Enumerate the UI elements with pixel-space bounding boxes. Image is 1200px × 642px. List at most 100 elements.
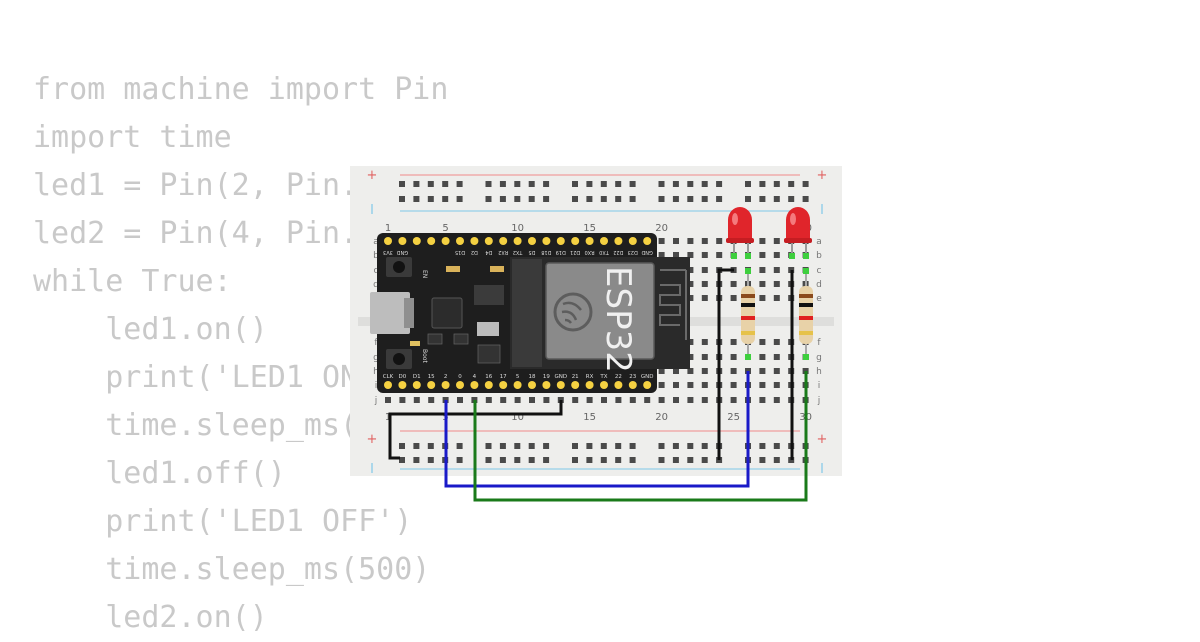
usb-uart-chip (431, 297, 463, 329)
resistor-2-band (799, 316, 813, 320)
breadboard-hole (773, 267, 780, 273)
breadboard-hole (644, 397, 651, 403)
rail-hole (672, 196, 679, 202)
row-letter: e (816, 294, 822, 304)
usb-connector-shell (404, 298, 414, 328)
rail-hole (399, 457, 405, 463)
esp32-header-pin (384, 381, 392, 389)
breadboard-hole (759, 295, 766, 301)
row-letter: a (816, 237, 822, 247)
code-line: print('LED1 OFF') (33, 504, 413, 539)
rail-hole (759, 181, 766, 187)
breadboard-hole (514, 397, 521, 403)
esp32-pin-label: 21 (572, 374, 579, 380)
esp32-pin-label: D21 (570, 249, 580, 255)
esp32-header-pin (542, 237, 551, 245)
rail-hole (672, 181, 679, 187)
rail-hole (572, 457, 578, 463)
breadboard-hole (399, 397, 406, 403)
esp32-header-pin (412, 237, 421, 245)
breadboard-hole (701, 295, 708, 301)
rail-hole (427, 457, 434, 463)
resistor-2-band (799, 303, 813, 307)
row-letter: a (373, 237, 379, 247)
code-line: led2.on() (33, 600, 268, 635)
row-letter: j (817, 396, 821, 406)
esp32-header-pin (499, 381, 508, 389)
esp32-header-pin (484, 237, 493, 245)
rail-hole (701, 457, 708, 463)
rail-hole (427, 181, 434, 187)
esp32-header-pin (427, 237, 436, 245)
row-letter: j (374, 396, 378, 406)
resistor-2-body (799, 286, 813, 344)
code-line: led1 = Pin(2, Pin.OUT) (33, 168, 431, 203)
breadboard-hole (601, 397, 607, 403)
row-letter: d (816, 280, 822, 290)
column-number: 5 (442, 223, 448, 234)
breadboard-hole (658, 397, 665, 403)
esp32-module-can (545, 262, 655, 360)
rail-hole (399, 443, 405, 449)
code-line: time.sleep_ms(500) (33, 552, 431, 587)
esp32-pin-label: D15 (455, 249, 465, 255)
rail-hole (600, 457, 607, 463)
resistor-2 (799, 270, 813, 357)
breadboard-hole (673, 382, 679, 388)
rail-hole (572, 181, 578, 187)
rail-hole (745, 181, 751, 187)
boot-button-label: Boot (421, 349, 428, 363)
smd-led (490, 266, 504, 272)
resistor-2-band (799, 331, 813, 335)
esp32-pin-label: 22 (615, 374, 622, 380)
breadboard-hole (687, 267, 694, 273)
smd-led (410, 341, 420, 346)
breadboard-hole (701, 339, 708, 345)
wire-gpio4-led2 (473, 371, 808, 502)
breadboard-hole (773, 382, 780, 388)
esp32-pin-label: 2 (444, 374, 448, 380)
row-letter: f (374, 338, 378, 348)
row-letter: h (816, 367, 822, 377)
breadboard-hole (730, 397, 737, 403)
rail-hole (600, 196, 607, 202)
breadboard-hole (759, 267, 766, 273)
rail-hole (687, 457, 694, 463)
rail-hole (499, 196, 506, 202)
breadboard-hole (773, 397, 780, 403)
breadboard-hole (572, 397, 579, 403)
rail-hole (514, 181, 521, 187)
esp32-pin-label: D22 (613, 249, 623, 255)
esp32-header-pin (470, 237, 479, 245)
breadboard-hole (701, 252, 708, 258)
breadboard-hole (413, 397, 420, 403)
breadboard-hole (773, 354, 780, 360)
resistor-1-band (741, 303, 755, 307)
esp32-pin-label: D18 (541, 249, 551, 255)
rail-hole (586, 181, 593, 187)
rail-hole (572, 196, 578, 202)
esp32-header-pin (427, 381, 436, 389)
breadboard-hole (730, 354, 737, 360)
active-holes (731, 253, 809, 360)
breadboard-hole (730, 281, 737, 287)
column-number: 15 (583, 223, 596, 234)
breadboard-hole (730, 368, 737, 374)
rail-hole (802, 196, 809, 202)
column-number: 1 (385, 412, 391, 423)
esp32-header-pin (614, 237, 623, 245)
rail-hole (802, 181, 809, 187)
esp32-header-pin (412, 381, 421, 389)
row-letter: g (816, 353, 822, 363)
rail-hole (543, 196, 550, 202)
row-letter: f (817, 338, 821, 348)
rail-hole (773, 443, 780, 449)
esp32-pin-label: GND (641, 374, 654, 380)
espressif-logo-mark (561, 301, 582, 324)
rail-hole (629, 443, 636, 449)
esp32-pin-label: GND (554, 374, 567, 380)
breadboard-hole (687, 368, 694, 374)
breadboard-hole (687, 281, 694, 287)
